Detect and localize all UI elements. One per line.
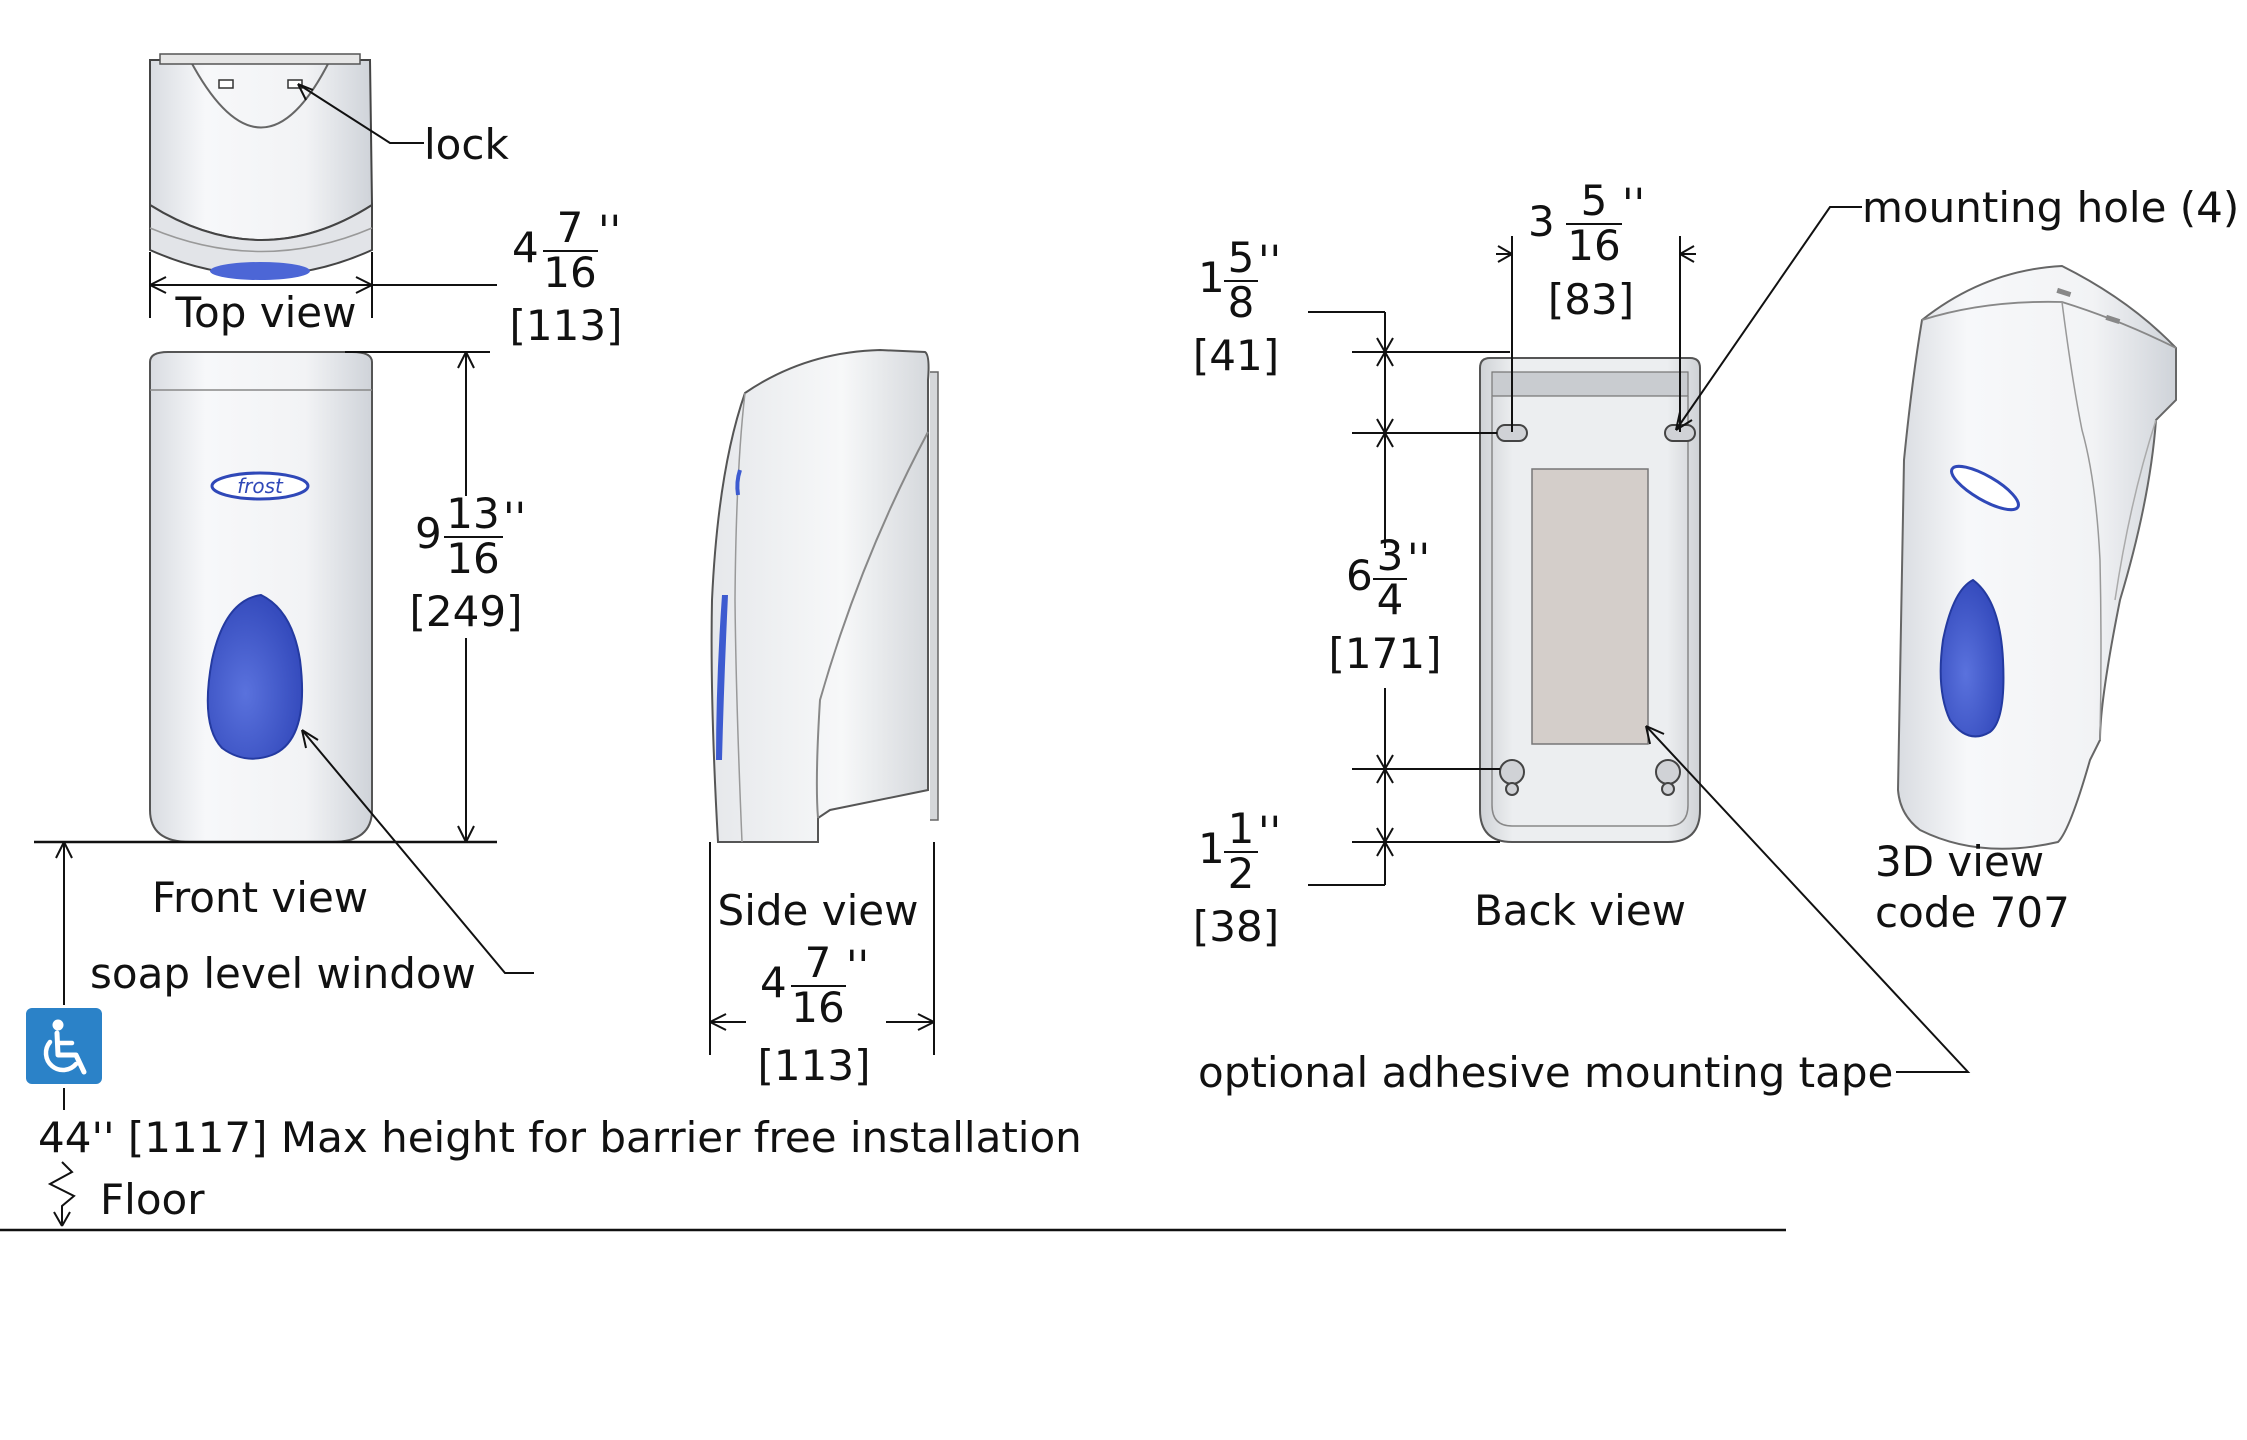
dim-denominator: 4 (1377, 575, 1404, 624)
top-view-label: Top view (175, 288, 357, 337)
lock-slot-left (218, 79, 234, 89)
wheelchair-icon (26, 1008, 102, 1084)
dim-mm: [113] (758, 1041, 871, 1090)
dim-mm: [38] (1193, 902, 1279, 951)
back-view: Back view (1474, 357, 1701, 935)
dim-unit: '' (1407, 534, 1430, 583)
dim-denominator: 16 (791, 983, 844, 1032)
mounting-hole-label: mounting hole (4) (1862, 183, 2239, 232)
side-view-label: Side view (718, 886, 919, 935)
dim-numerator: 5 (1581, 176, 1608, 225)
dim-mm: [249] (410, 587, 523, 636)
dim-numerator: 13 (446, 489, 499, 538)
hole-vertical-dimension: 6 3 4 '' [171] (1329, 531, 1442, 678)
front-view: frost Front view (149, 351, 373, 922)
mounting-hole-callout: mounting hole (4) (1675, 183, 2239, 431)
dim-whole: 3 (1528, 197, 1555, 246)
iso-view: 3D view code 707 (1875, 264, 2177, 937)
soap-level-window (206, 593, 304, 760)
installation-height: 44'' [1117] Max height for barrier free … (0, 840, 1786, 1232)
top-button (210, 262, 310, 280)
product-code: code 707 (1875, 888, 2070, 937)
dim-mm: [171] (1329, 629, 1442, 678)
dim-denominator: 16 (1567, 221, 1620, 270)
side-depth-dimension: 4 7 16 '' [113] (709, 842, 935, 1090)
dim-numerator: 7 (805, 938, 832, 987)
dim-unit: '' (1622, 179, 1645, 228)
dim-numerator: 3 (1377, 531, 1404, 580)
iso-view-label: 3D view (1875, 837, 2044, 886)
dim-mm: [113] (510, 301, 623, 350)
lock-slot-right (287, 79, 303, 89)
dim-unit: '' (1258, 236, 1281, 285)
dim-whole: 4 (512, 223, 539, 272)
mounting-hole (1499, 759, 1525, 796)
tape-label: optional adhesive mounting tape (1198, 1048, 1893, 1097)
floor-label: Floor (100, 1175, 205, 1224)
lock-callout: lock (297, 83, 509, 169)
lock-label: lock (424, 120, 509, 169)
front-view-label: Front view (152, 873, 368, 922)
dim-mm: [83] (1548, 275, 1634, 324)
dim-whole: 1 (1198, 824, 1225, 873)
height-note: 44'' [1117] Max height for barrier free … (38, 1113, 1082, 1162)
dim-whole: 6 (1346, 551, 1373, 600)
dim-unit: '' (1258, 807, 1281, 856)
dim-denominator: 8 (1228, 278, 1255, 327)
back-vertical-dimensions: 1 5 8 '' [41] 6 3 4 '' [171] 1 1 2 '' [3… (1193, 233, 1510, 951)
front-height-dimension: 9 13 16 '' [249] (345, 351, 526, 843)
mounting-hole (1655, 759, 1681, 796)
dim-unit: '' (503, 493, 526, 542)
dim-numerator: 5 (1228, 233, 1255, 282)
dim-numerator: 7 (557, 203, 584, 252)
dim-whole: 9 (415, 509, 442, 558)
soap-window-callout: soap level window (90, 729, 534, 998)
top-offset-dimension: 1 5 8 '' [41] (1193, 233, 1281, 380)
iso-logo (1950, 464, 2020, 512)
dim-unit: '' (846, 941, 869, 990)
dim-whole: 1 (1198, 253, 1225, 302)
dim-mm: [41] (1193, 331, 1279, 380)
dim-denominator: 2 (1228, 849, 1255, 898)
dim-unit: '' (598, 206, 621, 255)
dim-whole: 4 (760, 958, 787, 1007)
bottom-offset-dimension: 1 1 2 '' [38] (1193, 804, 1281, 951)
dim-denominator: 16 (446, 534, 499, 583)
dim-denominator: 16 (543, 248, 596, 297)
back-view-label: Back view (1474, 886, 1686, 935)
hole-spacing-dimension: 3 5 16 '' [83] (1496, 176, 1696, 432)
tape-callout: optional adhesive mounting tape (1198, 725, 1971, 1097)
top-view: Top view (149, 53, 374, 337)
soap-window-label: soap level window (90, 949, 476, 998)
iso-soap-window (1939, 578, 2005, 738)
dim-numerator: 1 (1228, 804, 1255, 853)
adhesive-tape (1531, 468, 1649, 745)
top-width-dimension: 4 7 16 '' [113] (149, 203, 623, 350)
brand-text: frost (237, 474, 284, 498)
frost-logo: frost (210, 471, 310, 501)
side-view: Side view (710, 348, 939, 935)
